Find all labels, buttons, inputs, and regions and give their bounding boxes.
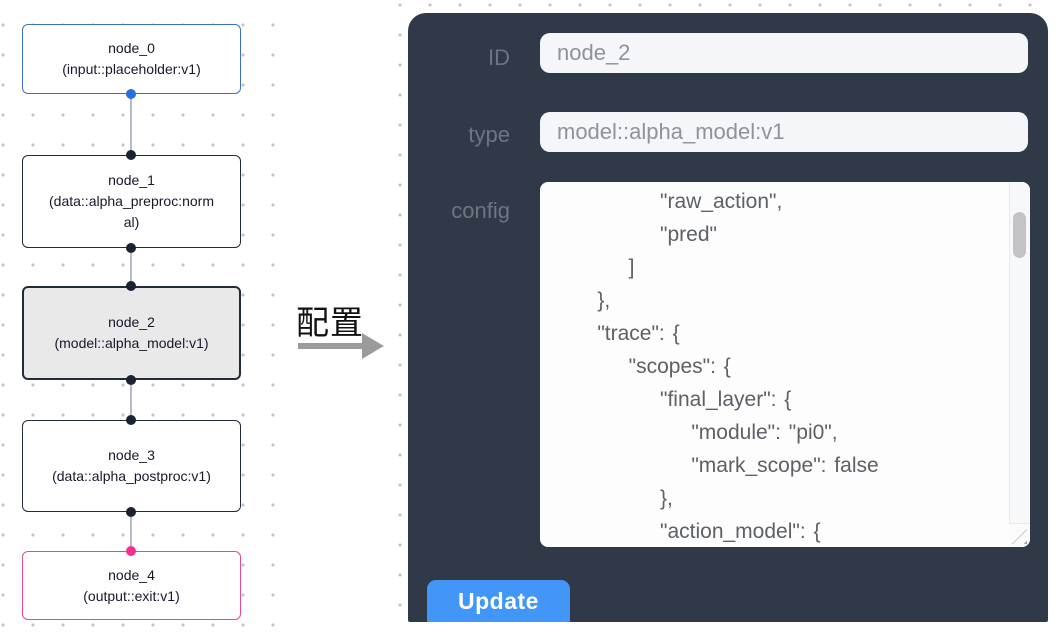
id-input[interactable] xyxy=(540,33,1028,73)
node-title: node_3 xyxy=(108,447,155,463)
config-textarea[interactable]: "raw_action", "pred" ] }, "trace": { "sc… xyxy=(540,182,1030,547)
flow-node-node_0[interactable]: node_0 (input::placeholder:v1) xyxy=(22,24,241,94)
node-title: node_1 xyxy=(108,172,155,188)
flow-node-node_1[interactable]: node_1 (data::alpha_preproc:normal) xyxy=(22,155,241,248)
config-field-label: config xyxy=(451,198,510,223)
config-scrollbar-thumb[interactable] xyxy=(1013,212,1026,258)
edge-node0-node1 xyxy=(130,94,132,155)
flow-node-node_2[interactable]: node_2 (model::alpha_model:v1) xyxy=(22,286,241,380)
edge-node1-node2 xyxy=(130,248,132,286)
right-canvas: ID type config "raw_action", "pred" ] },… xyxy=(390,0,1048,622)
node-title: node_0 xyxy=(108,40,155,56)
config-scrollbar-track[interactable] xyxy=(1009,182,1030,547)
handle-node3-source[interactable] xyxy=(126,507,136,517)
id-field-label: ID xyxy=(488,45,510,70)
arrow-right-icon xyxy=(362,333,384,359)
update-button[interactable]: Update xyxy=(427,580,570,622)
handle-node1-target[interactable] xyxy=(126,150,136,160)
flow-canvas[interactable]: node_0 (input::placeholder:v1) node_1 (d… xyxy=(0,0,280,643)
handle-node3-target[interactable] xyxy=(126,415,136,425)
handle-node0-source[interactable] xyxy=(126,89,136,99)
handle-node2-target[interactable] xyxy=(126,281,136,291)
flow-node-node_3[interactable]: node_3 (data::alpha_postproc:v1) xyxy=(22,420,241,512)
handle-node2-source[interactable] xyxy=(126,375,136,385)
node-title: node_4 xyxy=(108,566,155,583)
node-type: (input::placeholder:v1) xyxy=(62,61,201,77)
config-json-text[interactable]: "raw_action", "pred" ] }, "trace": { "sc… xyxy=(597,190,879,543)
handle-node4-target[interactable] xyxy=(126,546,136,556)
node-type: (data::alpha_preproc:normal) xyxy=(49,193,214,230)
handle-node1-source[interactable] xyxy=(126,243,136,253)
arrow-shaft xyxy=(298,343,364,349)
type-input[interactable] xyxy=(540,112,1028,152)
type-field-label: type xyxy=(468,122,510,147)
node-type: (model::alpha_model:v1) xyxy=(54,335,209,351)
flow-node-node_4[interactable]: node_4 (output::exit:v1) xyxy=(22,551,241,620)
edge-node2-node3 xyxy=(130,380,132,420)
node-type: (data::alpha_postproc:v1) xyxy=(52,468,211,484)
config-annotation-label: 配置 xyxy=(296,304,364,341)
config-panel: ID type config "raw_action", "pred" ] },… xyxy=(408,13,1048,622)
node-type: (output::exit:v1) xyxy=(83,587,180,604)
edge-node3-node4 xyxy=(130,512,132,551)
node-title: node_2 xyxy=(108,314,155,330)
